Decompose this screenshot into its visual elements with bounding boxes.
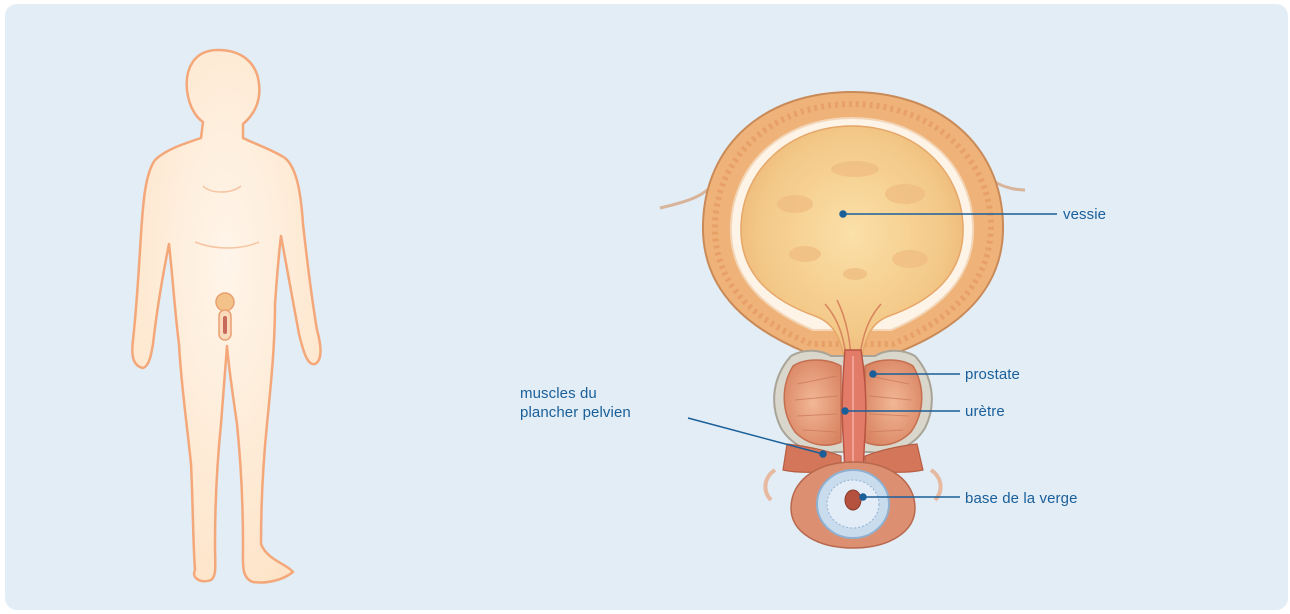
human-body-figure [132,50,320,583]
label-vessie: vessie [1063,205,1106,224]
leader-dot-prostate [870,371,876,377]
label-prostate: prostate [965,365,1020,384]
leader-dot-muscles [820,451,826,457]
leader-dot-base-verge [860,494,866,500]
leader-dot-vessie [840,211,846,217]
pelvic-anatomy-illustration [660,92,1025,548]
label-muscles-plancher-pelvien: muscles du plancher pelvien [520,384,631,422]
label-uretre: urètre [965,402,1005,421]
leader-dot-uretre [842,408,848,414]
label-base-verge: base de la verge [965,489,1078,508]
label-muscles-line2: plancher pelvien [520,403,631,422]
diagram-artwork [5,4,1288,610]
label-muscles-line1: muscles du [520,384,631,403]
diagram-panel: vessie prostate urètre base de la verge … [5,4,1288,610]
